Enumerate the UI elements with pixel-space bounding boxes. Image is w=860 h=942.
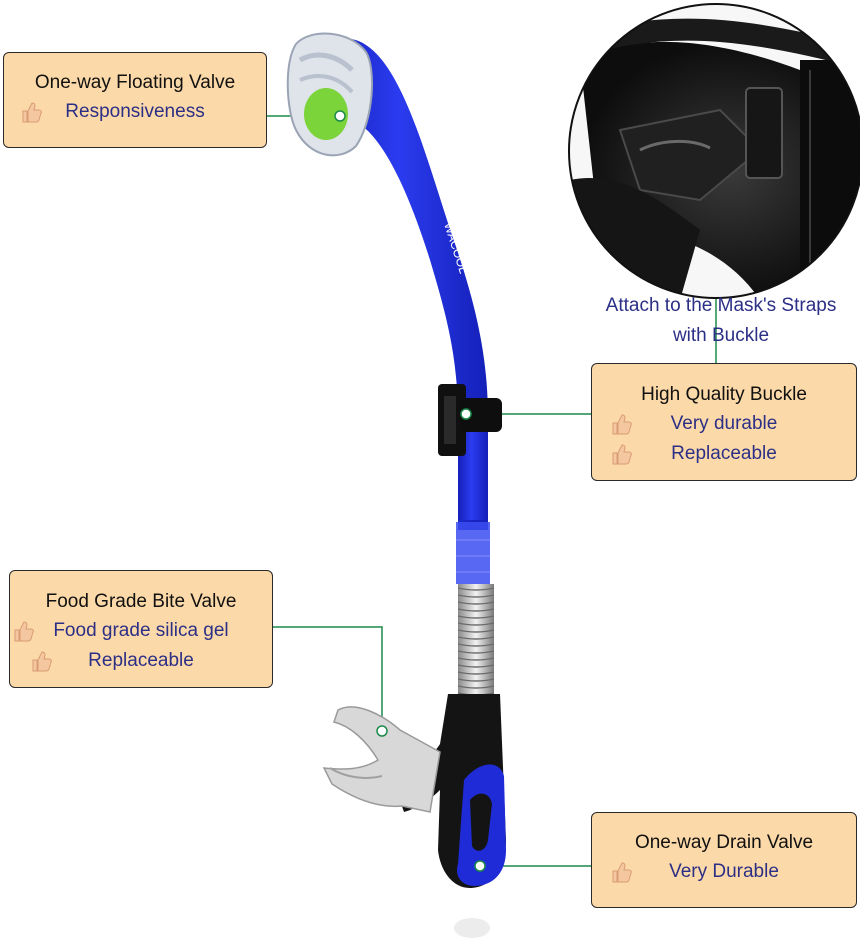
thumbs-up-icon bbox=[20, 100, 42, 124]
feature-text: Replaceable bbox=[88, 650, 194, 671]
mask-caption-line: Attach to the Mask's Straps bbox=[605, 295, 837, 316]
feature-item: Food grade silica gel bbox=[10, 616, 272, 646]
coil-ring bbox=[457, 629, 495, 633]
feature-text: Food grade silica gel bbox=[53, 620, 229, 641]
callout-floating-valve: One-way Floating Valve Responsiveness bbox=[3, 52, 267, 148]
thumbs-up-icon bbox=[610, 412, 632, 436]
coil-ring bbox=[457, 615, 495, 619]
coil-ring bbox=[457, 594, 495, 598]
callout-title: One-way Drain Valve bbox=[634, 832, 814, 853]
coil-ring bbox=[457, 678, 495, 682]
callout-buckle: High Quality Buckle Very durable Replace… bbox=[591, 363, 857, 481]
thumbs-up-icon bbox=[610, 442, 632, 466]
coil-ring bbox=[457, 601, 495, 605]
mask-caption: Attach to the Mask's Straps with Buckle bbox=[578, 291, 860, 351]
coil-ring bbox=[457, 587, 495, 591]
callout-title: One-way Floating Valve bbox=[34, 72, 236, 93]
thumbs-up-icon bbox=[610, 860, 632, 884]
feature-item: Replaceable bbox=[10, 646, 272, 676]
mask-caption-line: with Buckle bbox=[672, 325, 770, 346]
feature-text: Replaceable bbox=[671, 443, 777, 464]
coil-ring bbox=[457, 664, 495, 668]
coil-ring bbox=[457, 685, 495, 689]
thumbs-up-icon bbox=[12, 619, 34, 643]
coil-ring bbox=[457, 608, 495, 612]
coil-ring bbox=[457, 643, 495, 647]
thumbs-up-icon bbox=[30, 649, 52, 673]
feature-item: Very durable bbox=[592, 409, 856, 439]
reflection bbox=[454, 918, 490, 938]
callout-title: High Quality Buckle bbox=[641, 384, 807, 405]
callout-title: Food Grade Bite Valve bbox=[45, 591, 237, 612]
lower-elbow bbox=[392, 694, 506, 888]
callout-bite-valve: Food Grade Bite Valve Food grade silica … bbox=[9, 570, 273, 688]
feature-item: Responsiveness bbox=[4, 97, 266, 127]
coil-ring bbox=[457, 636, 495, 640]
feature-item: Very Durable bbox=[592, 857, 856, 887]
coil-ring bbox=[457, 622, 495, 626]
flexible-coil bbox=[457, 584, 495, 696]
mask-detail-circle bbox=[568, 3, 860, 299]
coil-ring bbox=[457, 650, 495, 654]
feature-item: Replaceable bbox=[592, 439, 856, 469]
feature-text: Responsiveness bbox=[65, 101, 205, 122]
floating-valve-cap bbox=[286, 32, 373, 157]
coil-ring bbox=[457, 671, 495, 675]
tube-collar bbox=[456, 522, 490, 584]
mouthpiece bbox=[322, 706, 441, 813]
buckle bbox=[438, 384, 502, 456]
feature-text: Very Durable bbox=[669, 861, 779, 882]
callout-drain-valve: One-way Drain Valve Very Durable bbox=[591, 812, 857, 908]
coil-ring bbox=[457, 657, 495, 661]
feature-text: Very durable bbox=[670, 413, 778, 434]
